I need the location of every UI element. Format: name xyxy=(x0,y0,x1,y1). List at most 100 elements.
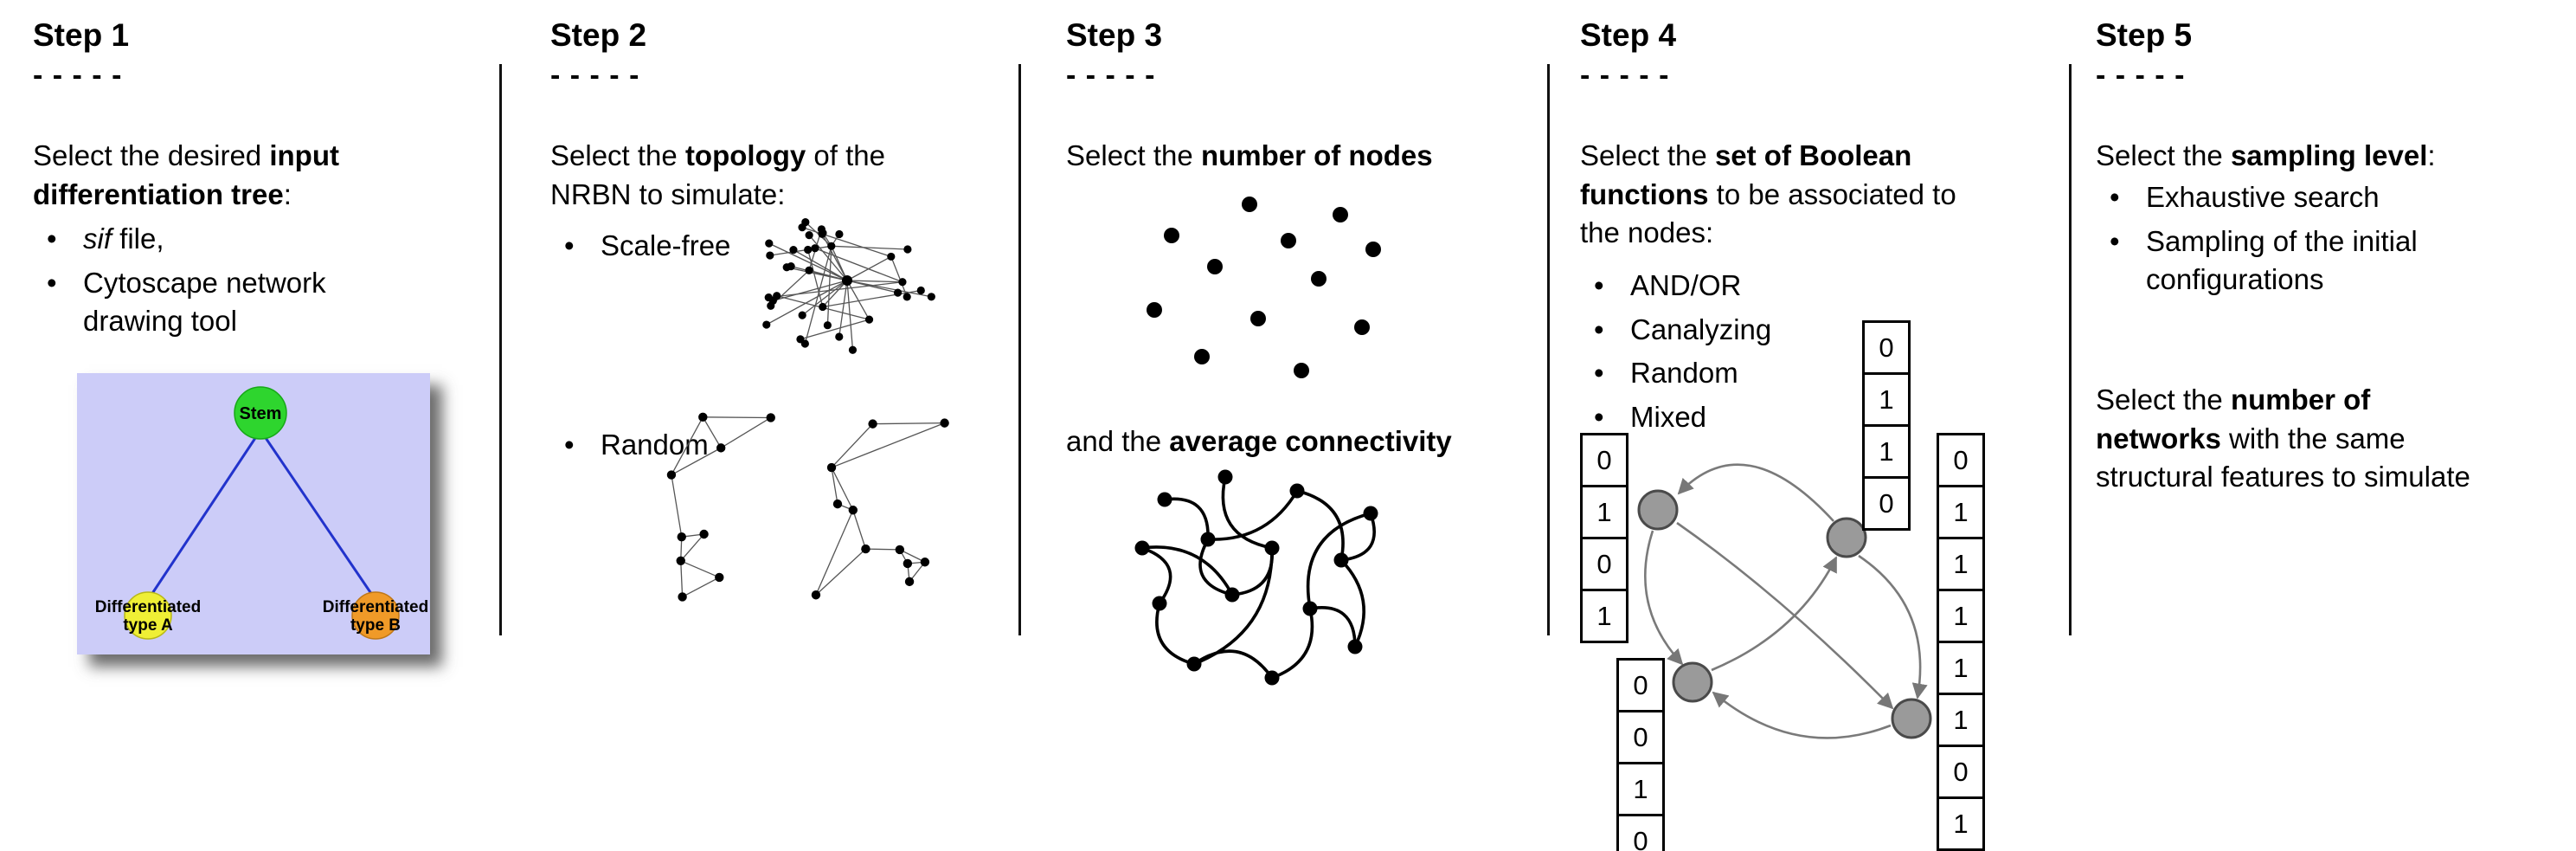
network-dot xyxy=(1365,242,1381,257)
network-edge xyxy=(831,245,908,250)
network-dot xyxy=(887,252,896,261)
step-5-instruction: Select the sampling level: xyxy=(2096,137,2567,176)
network-edge xyxy=(831,467,838,505)
text-segment: sampling level xyxy=(2230,139,2428,171)
network-edge xyxy=(680,560,684,597)
network-edge xyxy=(703,416,771,419)
network-dot xyxy=(698,412,708,422)
truth-table-cell: 1 xyxy=(1937,641,1985,695)
step-1-column: Step 1 - - - - - Select the desired inpu… xyxy=(33,17,500,851)
network-edge xyxy=(1270,607,1314,680)
network-dot xyxy=(835,332,844,341)
text-segment: Select the xyxy=(1066,139,1201,171)
text-segment: Select the xyxy=(2096,384,2231,416)
network-edge xyxy=(1140,545,1234,596)
text-segment: differentiation tree xyxy=(33,177,284,210)
text-segment: Canalyzing xyxy=(1630,313,1772,345)
network-dot xyxy=(940,418,949,428)
network-edge xyxy=(865,548,900,551)
truth-table-cell: 1 xyxy=(1580,485,1628,539)
step-5-dashed-separator: - - - - - xyxy=(2096,59,2186,92)
type-b-label-line1: Differentiated xyxy=(323,598,428,616)
network-dot xyxy=(1152,596,1167,611)
text-segment: and the xyxy=(1066,425,1170,457)
truth-table-cell: 0 xyxy=(1580,433,1628,487)
network-dot xyxy=(1354,319,1370,335)
bullet-item-scale-free: Scale-free xyxy=(550,227,810,266)
text-segment: sif xyxy=(83,222,112,255)
truth-table-cell: 1 xyxy=(1862,424,1911,479)
network-edge xyxy=(768,242,848,281)
edge-n4-n3 xyxy=(1712,691,1892,739)
network-edge xyxy=(1198,538,1234,596)
scattered-nodes-svg xyxy=(1147,197,1381,378)
network-dot xyxy=(1281,233,1296,248)
network-dot xyxy=(920,558,930,567)
network-edge xyxy=(1140,546,1172,605)
network-edge xyxy=(838,280,848,338)
network-edge xyxy=(1192,546,1274,666)
network-dot xyxy=(898,278,907,287)
truth-table-cell: 0 xyxy=(1862,476,1911,531)
network-edge xyxy=(846,280,870,320)
network-dot xyxy=(903,293,911,301)
truth-table-cell: 1 xyxy=(1937,589,1985,643)
network-dot xyxy=(835,229,844,239)
column-divider-3 xyxy=(1547,64,1550,635)
type-a-node xyxy=(124,591,172,640)
network-dot xyxy=(1164,228,1179,243)
step-4-title: Step 4 xyxy=(1580,17,1677,53)
text-segment: Sampling of the initial xyxy=(2146,224,2418,257)
step-3-dashed-separator: - - - - - xyxy=(1066,59,1156,92)
network-edge xyxy=(1308,606,1357,648)
bullet-item-sif-file: sif file, xyxy=(33,220,496,259)
network-edge xyxy=(1306,512,1372,610)
step-3-connectivity-text: and the average connectivity xyxy=(1066,422,1540,461)
text-segment: networks xyxy=(2096,422,2221,455)
random-network-svg xyxy=(666,412,949,602)
edge-n2-n1 xyxy=(1677,463,1834,522)
tree-edge-right xyxy=(259,429,377,601)
step-3-title: Step 3 xyxy=(1066,17,1163,53)
network-edge xyxy=(1206,489,1299,541)
edge-n1-n4 xyxy=(1676,521,1894,710)
network-edge xyxy=(787,267,848,281)
network-dot xyxy=(811,244,819,253)
type-b-node xyxy=(351,591,400,640)
network-dot xyxy=(1224,587,1240,603)
network-dot xyxy=(782,263,791,272)
network-dot xyxy=(827,242,836,250)
text-segment: AND/OR xyxy=(1630,269,1742,301)
network-edge xyxy=(852,510,867,550)
truth-table-cell: 1 xyxy=(1937,537,1985,591)
network-dot xyxy=(1250,311,1266,326)
network-dot xyxy=(1207,259,1223,274)
network-dot xyxy=(1289,483,1305,499)
network-dot xyxy=(904,577,915,587)
text-segment: average connectivity xyxy=(1169,425,1452,457)
step-3-instruction: Select the number of nodes xyxy=(1066,137,1540,176)
network-edge xyxy=(671,447,722,476)
truth-table-cell: 1 xyxy=(1937,796,1985,851)
bullet-item-and-or: AND/OR xyxy=(1580,267,1943,306)
column-divider-2 xyxy=(1018,64,1021,635)
network-edge xyxy=(800,319,870,340)
network-edge xyxy=(1192,649,1274,680)
network-dot xyxy=(716,443,726,453)
network-dot xyxy=(1363,506,1378,521)
network-dot xyxy=(823,321,832,330)
text-segment: Scale-free xyxy=(601,229,731,261)
bullet-item-random-fn: Random xyxy=(1580,354,1943,393)
step-5-column: Step 5 - - - - - Select the sampling lev… xyxy=(2096,17,2567,851)
boolean-network-svg xyxy=(1637,463,1932,739)
edge-n3-n2 xyxy=(1711,556,1838,672)
network-dot xyxy=(766,413,775,422)
bullet-item-exhaustive: Exhaustive search xyxy=(2096,178,2546,217)
text-segment: configurations xyxy=(2146,263,2324,296)
network-edge xyxy=(1339,512,1376,562)
truth-table-cell: 0 xyxy=(1616,814,1665,851)
